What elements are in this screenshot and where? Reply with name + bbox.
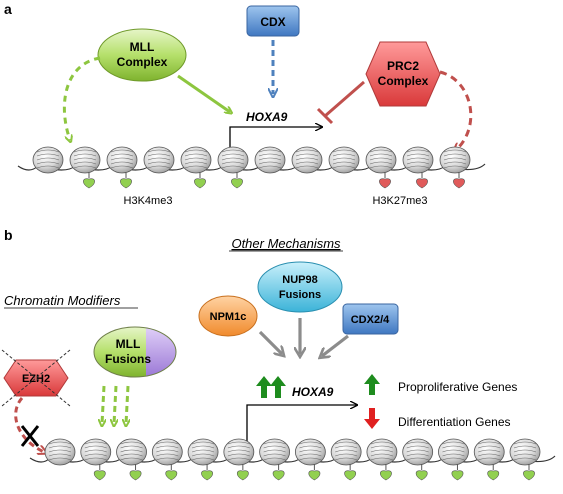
proliferative-genes-label: Proproliferative Genes — [398, 380, 517, 394]
fiber-a-nucleosome — [32, 146, 64, 174]
fiber-a-nucleosome — [180, 146, 212, 174]
fiber-a-repressive-mark — [416, 172, 428, 189]
ezh2-label: EZH2 — [22, 373, 50, 385]
mll-fusions-line1: MLL — [116, 337, 141, 351]
fiber-b-active-mark — [308, 464, 321, 481]
fiber-b-nucleosome — [259, 438, 291, 466]
fiber-b-active-mark — [236, 464, 249, 481]
fiber-b-active-mark — [201, 464, 213, 481]
hoxa9-label-b: HOXA9 — [292, 385, 334, 399]
fiber-b-nucleosome — [151, 438, 183, 466]
panel-a-label: a — [4, 1, 12, 17]
hoxa9-upregulation-arrows — [256, 376, 286, 398]
h3k27me3-label: H3K27me3 — [372, 195, 427, 207]
differentiation-down-arrow — [364, 408, 380, 429]
fiber-b-nucleosome — [366, 438, 398, 466]
fiber-a-active-mark — [83, 172, 95, 189]
fiber-b-active-mark — [487, 464, 500, 481]
fiber-a-nucleosome — [69, 146, 101, 174]
fiber-a-active-mark — [231, 172, 243, 189]
other-mechanisms-title: Other Mechanisms — [231, 236, 341, 251]
fiber-b-active-mark — [344, 464, 357, 481]
fiber-b-nucleosome — [116, 438, 147, 466]
fiber-b-nucleosome — [44, 438, 76, 466]
fiber-b-active-mark — [451, 464, 464, 481]
cdx24-node: CDX2/4 — [342, 303, 399, 335]
chromatin-fiber-b — [29, 438, 556, 481]
mll-complex-line1: MLL — [130, 40, 155, 54]
hoxa9-label-a: HOXA9 — [246, 110, 288, 124]
tss-arrow-b — [246, 405, 357, 450]
fiber-a-nucleosome — [143, 146, 175, 174]
fiber-a-nucleosome — [217, 146, 249, 174]
fiber-b-nucleosome — [330, 438, 362, 466]
prc2-inhibition-bar — [316, 107, 334, 125]
nup98-fusions-node: NUP98 Fusions — [257, 261, 343, 313]
ezh2-dashed-arrow — [14, 397, 44, 452]
tss-arrow-a — [229, 127, 322, 152]
differentiation-genes-label: Differentiation Genes — [398, 415, 511, 429]
fiber-a-repressive-mark — [379, 172, 391, 189]
chromatin-fiber-a — [17, 146, 486, 189]
fiber-a-nucleosome — [439, 146, 471, 174]
fiber-b-active-mark — [380, 464, 392, 481]
fiber-a-nucleosome — [254, 146, 286, 174]
mll-fusion-dashed-arrows — [102, 385, 128, 424]
fiber-a-active-mark — [194, 172, 206, 189]
fiber-b-nucleosome — [402, 438, 434, 466]
fiber-b-active-mark — [272, 464, 285, 481]
mll-dashed-arrow — [62, 56, 101, 140]
cdx-label: CDX — [260, 15, 285, 29]
prc2-line1: PRC2 — [387, 59, 419, 73]
prc2-inhibition-line — [324, 80, 365, 118]
fiber-b-nucleosome — [223, 438, 255, 466]
chromatin-modifiers-title: Chromatin Modifiers — [4, 293, 121, 308]
npm1c-arrow — [258, 330, 282, 354]
fiber-a-repressive-mark — [453, 172, 465, 189]
npm1c-label: NPM1c — [210, 311, 247, 323]
cdx-node: CDX — [246, 5, 300, 37]
mll-fusions-node: MLL Fusions — [93, 326, 177, 378]
fiber-a-nucleosome — [365, 146, 397, 174]
mll-solid-arrow — [177, 74, 230, 112]
ezh2-node: EZH2 — [1, 349, 71, 407]
fiber-b-nucleosome — [509, 438, 541, 466]
nup98-line1: NUP98 — [282, 274, 317, 286]
mll-fusions-line2: Fusions — [105, 352, 151, 366]
fiber-a-nucleosome — [106, 146, 138, 174]
fiber-b-nucleosome — [473, 438, 505, 466]
fiber-b-active-mark — [523, 464, 535, 481]
blocked-x-icon — [20, 425, 40, 447]
fiber-a-nucleosome — [291, 146, 323, 174]
prc2-dashed-arrow — [439, 70, 473, 150]
fiber-a-nucleosome — [328, 146, 360, 174]
nup98-line2: Fusions — [279, 289, 321, 301]
prc2-complex-node: PRC2 Complex — [365, 41, 441, 107]
npm1c-node: NPM1c — [198, 295, 258, 337]
fiber-b-dna-strand — [29, 455, 556, 463]
proliferative-up-arrow — [364, 374, 380, 395]
cdx24-label: CDX2/4 — [351, 314, 390, 326]
mll-complex-node: MLL Complex — [97, 28, 187, 82]
fiber-b-active-mark — [129, 464, 142, 481]
mll-complex-line2: Complex — [117, 55, 168, 69]
fiber-b-nucleosome — [438, 438, 469, 466]
panel-b-label: b — [4, 227, 13, 243]
fiber-a-active-mark — [120, 172, 132, 189]
fiber-b-nucleosome — [80, 438, 112, 466]
fiber-b-active-mark — [93, 464, 106, 481]
fiber-a-nucleosome — [402, 146, 434, 174]
fiber-b-active-mark — [165, 464, 178, 481]
prc2-line2: Complex — [378, 74, 429, 88]
h3k4me3-label: H3K4me3 — [124, 195, 173, 207]
cdx24-arrow — [322, 334, 349, 356]
fiber-b-active-mark — [415, 464, 428, 481]
fiber-b-nucleosome — [294, 438, 326, 466]
fiber-b-nucleosome — [187, 438, 219, 466]
